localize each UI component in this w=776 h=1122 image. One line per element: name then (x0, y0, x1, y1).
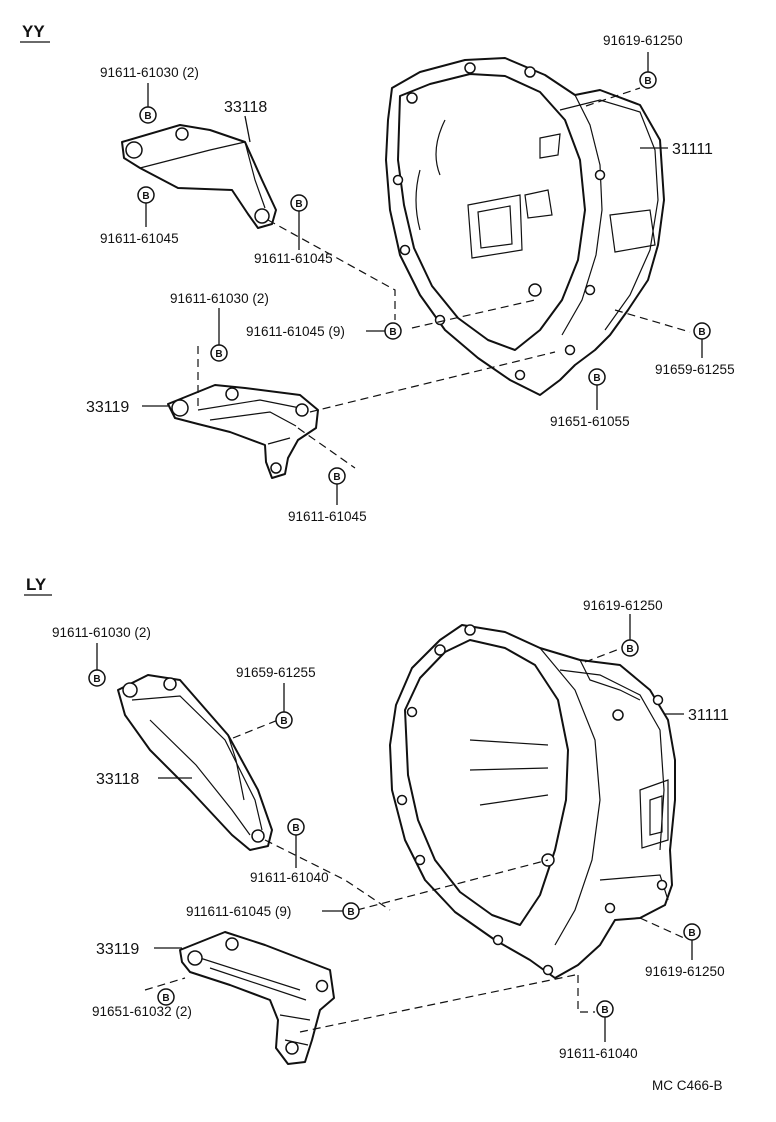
callout-ly-33119: 33119 (96, 941, 139, 958)
callout-yy-91611-61030-mid: 91611-61030 (2) (170, 291, 269, 306)
assembly-line-ly-3 (356, 859, 549, 911)
svg-text:B: B (162, 993, 169, 1004)
callout-ly-91611-61040-bottom: 91611-61040 (559, 1046, 638, 1061)
assembly-line-yy-1 (267, 219, 396, 320)
svg-text:B: B (142, 191, 149, 202)
callout-yy-91659-61255: 91659-61255 (655, 362, 735, 377)
bolt-marker-yy-7: B (693, 322, 711, 340)
section-ly: LY (24, 575, 729, 1065)
svg-text:B: B (144, 111, 151, 122)
housing-31111-yy (385, 57, 665, 396)
callout-yy-91611-61045-9: 91611-61045 (9) (246, 324, 345, 339)
callout-yy-33118: 33118 (224, 99, 267, 116)
assembly-line-yy-6 (585, 87, 641, 107)
assembly-line-ly-6 (577, 975, 595, 1013)
section-yy: YY (20, 22, 735, 524)
callout-ly-911611-61045-9: 911611-61045 (9) (186, 904, 291, 919)
svg-text:B: B (688, 928, 695, 939)
callout-yy-91651-61055: 91651-61055 (550, 414, 630, 429)
bolt-marker-yy-8: B (588, 368, 606, 386)
bolt-marker-yy-3: B (290, 194, 308, 212)
bolt-marker-yy-1: B (139, 106, 157, 124)
assembly-line-ly-8 (639, 917, 685, 939)
svg-text:B: B (280, 716, 287, 727)
svg-text:B: B (292, 823, 299, 834)
callout-yy-91611-61045-mid: 91611-61045 (254, 251, 333, 266)
diagram-code: MC C466-B (652, 1078, 723, 1093)
assembly-line-ly-4 (299, 974, 576, 1033)
svg-text:B: B (347, 907, 354, 918)
svg-text:B: B (333, 472, 340, 483)
bracket-33119-ly (179, 931, 335, 1065)
bolt-marker-ly-5: B (342, 902, 360, 920)
callout-ly-91611-61030: 91611-61030 (2) (52, 625, 151, 640)
assembly-line-ly-7 (584, 647, 623, 663)
assembly-line-yy-7 (614, 309, 691, 333)
bolt-marker-ly-7: B (683, 923, 701, 941)
bolt-marker-yy-6: B (384, 322, 402, 340)
svg-text:B: B (698, 327, 705, 338)
callout-ly-91619-61250-bottom: 91619-61250 (645, 964, 725, 979)
svg-text:B: B (644, 76, 651, 87)
callout-yy-31111: 31111 (672, 141, 713, 158)
bolt-marker-yy-9: B (328, 467, 346, 485)
svg-text:B: B (626, 644, 633, 655)
assembly-line-yy-4 (297, 427, 356, 469)
assembly-line-ly-5 (144, 977, 186, 991)
callout-ly-91611-61040-mid: 91611-61040 (250, 870, 329, 885)
callout-ly-31111: 31111 (688, 707, 729, 724)
bolt-marker-ly-6: B (157, 988, 175, 1006)
callout-yy-91619-61250: 91619-61250 (603, 33, 683, 48)
bracket-33118-yy (121, 124, 277, 229)
callout-yy-91611-61030-top: 91611-61030 (2) (100, 65, 199, 80)
section-title-yy: YY (22, 22, 45, 41)
section-title-ly: LY (26, 575, 47, 594)
svg-text:B: B (601, 1005, 608, 1016)
bolt-marker-yy-5: B (210, 344, 228, 362)
assembly-line-yy-2 (411, 299, 536, 329)
assembly-line-ly-1 (232, 719, 279, 739)
bolt-marker-ly-4: B (621, 639, 639, 657)
svg-text:B: B (215, 349, 222, 360)
callout-yy-91611-61045-left: 91611-61045 (100, 231, 179, 246)
bolt-marker-yy-4: B (639, 71, 657, 89)
svg-text:B: B (389, 327, 396, 338)
bolt-marker-ly-2: B (275, 711, 293, 729)
bolt-marker-ly-3: B (287, 818, 305, 836)
callout-yy-33119: 33119 (86, 399, 129, 416)
assembly-line-yy-3 (309, 351, 556, 413)
bolt-marker-yy-2: B (137, 186, 155, 204)
bracket-33119-yy (167, 384, 319, 479)
assembly-line-ly-2 (264, 839, 391, 911)
bracket-33118-ly (117, 674, 273, 851)
callout-ly-91619-61250-top: 91619-61250 (583, 598, 663, 613)
callout-yy-91611-61045-bottom: 91611-61045 (288, 509, 367, 524)
svg-text:B: B (295, 199, 302, 210)
bolt-marker-ly-1: B (88, 669, 106, 687)
svg-text:B: B (93, 674, 100, 685)
callout-ly-33118: 33118 (96, 771, 139, 788)
bolt-marker-ly-8: B (596, 1000, 614, 1018)
callout-ly-91651-61032: 91651-61032 (2) (92, 1004, 192, 1019)
housing-31111-ly (389, 624, 676, 979)
callout-ly-91659-61255: 91659-61255 (236, 665, 316, 680)
svg-text:B: B (593, 373, 600, 384)
